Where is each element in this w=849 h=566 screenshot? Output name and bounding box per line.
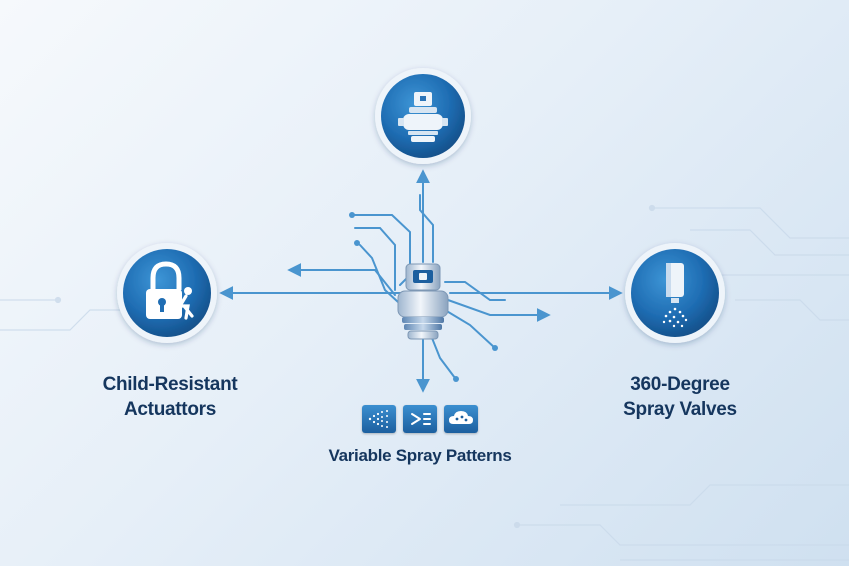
spray-valve-icon: [398, 92, 448, 142]
label-right-line1: 360-Degree: [630, 374, 730, 395]
connector-lines: [219, 169, 623, 393]
mist-spray-icon: [362, 405, 396, 433]
spray-bottle-icon: [662, 263, 688, 328]
cloud-spray-icon: [444, 405, 478, 433]
label-right-line2: Spray Valves: [623, 399, 737, 420]
label-left-line2: Actuattors: [123, 399, 216, 420]
label-variable-spray-patterns: Variable Spray Patterns: [328, 446, 512, 465]
label-left-line1: Child-Resistant: [102, 374, 238, 395]
background-circuit-traces: [0, 204, 849, 561]
padlock-child-icon: [146, 261, 194, 320]
aerosol-valve-hub-icon: [397, 263, 449, 340]
label-360-degree-spray-valves: 360-Degree Spray Valves: [580, 372, 780, 422]
label-child-resistant-actuators: Child-Resistant Actuattors: [70, 372, 270, 422]
trace-upper-left-1: [287, 263, 396, 296]
fan-spray-icon: [403, 405, 437, 433]
